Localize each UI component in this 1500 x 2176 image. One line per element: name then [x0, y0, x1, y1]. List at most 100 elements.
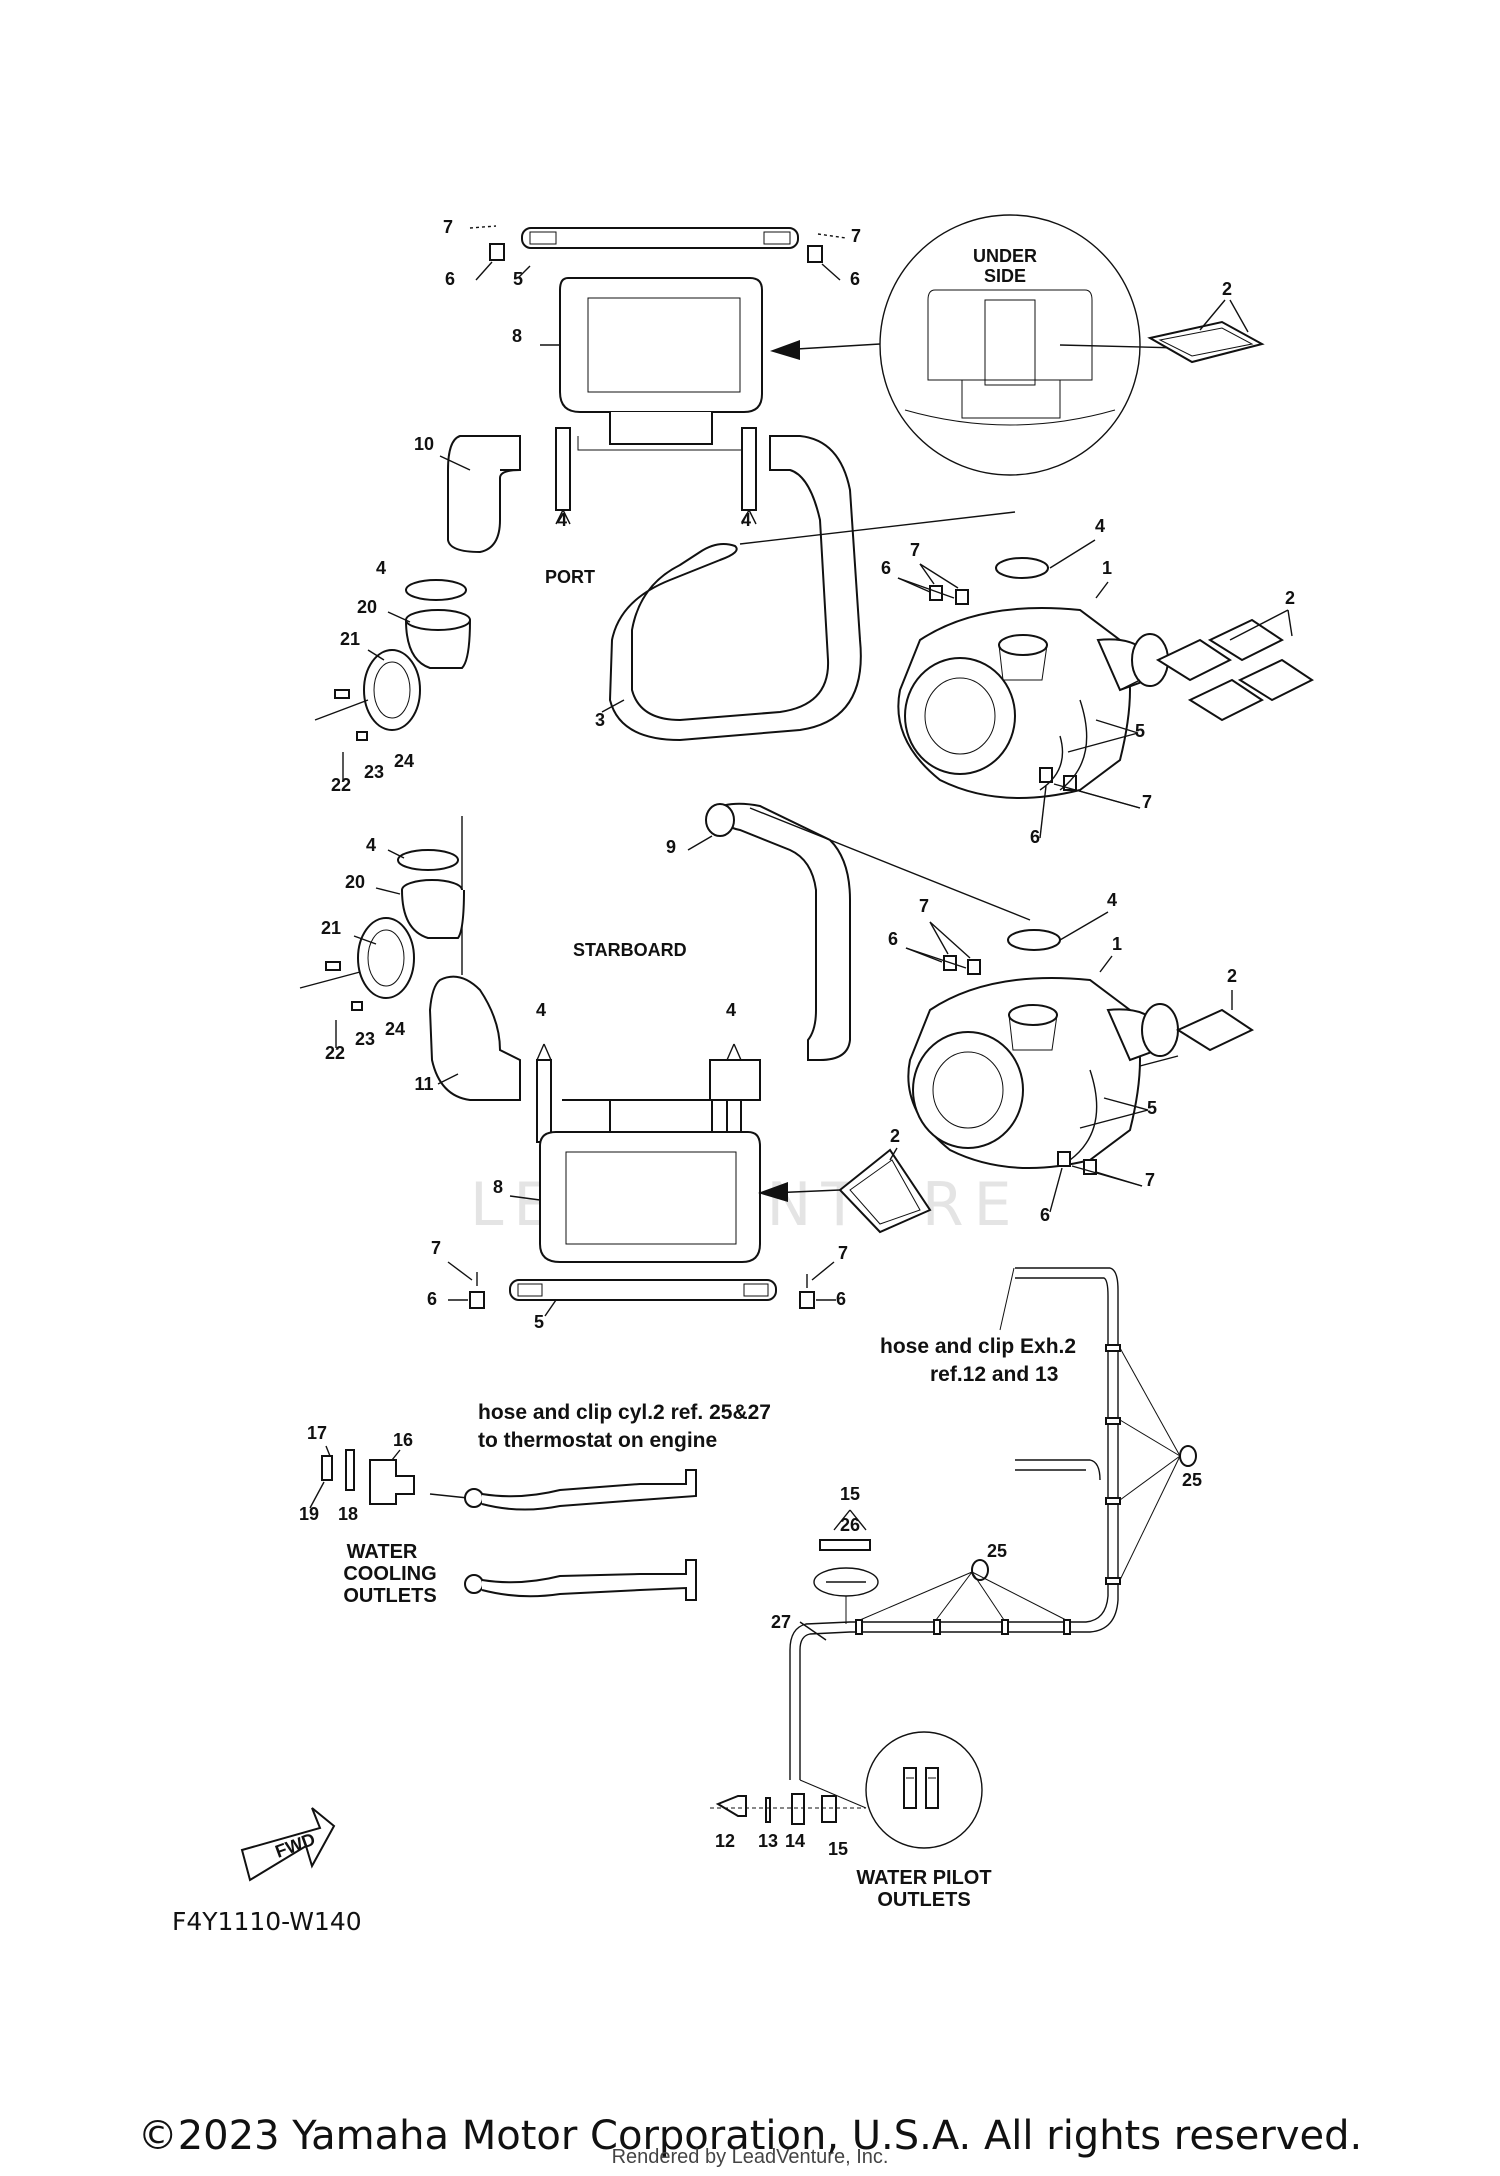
callout-c2: 6: [445, 269, 455, 289]
callout-c62: 14: [785, 1831, 805, 1851]
callout-c31: 6: [888, 929, 898, 949]
clamp-4-starboard-left: [536, 1043, 552, 1143]
pilot-hose-clamps: [855, 1267, 1197, 1635]
callout-c11: 4: [1095, 516, 1105, 536]
callout-c14: 6: [881, 558, 891, 578]
callout-c20: 5: [1135, 721, 1145, 741]
callout-c26: 4: [366, 835, 376, 855]
callout-c6: 8: [512, 326, 522, 346]
air-box-1-starboard: [907, 955, 1179, 1169]
strap-5-top: [517, 227, 799, 279]
pointer-arrow-pad-2: [758, 1182, 841, 1202]
callout-c12: 4: [376, 558, 386, 578]
callout-c56: 19: [299, 1504, 319, 1524]
strap-5-bottom: [509, 1279, 777, 1317]
callout-c40: 11: [414, 1074, 433, 1094]
pad-2-top: [1147, 299, 1265, 364]
callout-c33: 21: [321, 918, 341, 938]
callout-c61: 13: [758, 1831, 778, 1851]
callout-c22: 23: [364, 762, 384, 782]
caption-cooling-3: OUTLETS: [343, 1585, 436, 1607]
callout-c13: 7: [910, 540, 920, 560]
cover-21-starboard: [299, 917, 415, 1048]
callout-c37: 24: [385, 1019, 405, 1039]
callout-c38: 23: [355, 1029, 375, 1049]
callout-c52: 16: [393, 1430, 413, 1450]
elbow-20-starboard: [375, 879, 465, 939]
callout-c39: 22: [325, 1043, 345, 1063]
underside-label-1: UNDER: [973, 246, 1037, 266]
callout-c44: 7: [1145, 1170, 1155, 1190]
callout-c54: 15: [840, 1484, 860, 1504]
callout-c42: 2: [890, 1126, 900, 1146]
callout-c9: 4: [557, 510, 567, 530]
callout-c15: 1: [1102, 558, 1112, 578]
pilot-connector-26: [799, 1509, 879, 1641]
callout-c50: 5: [534, 1312, 544, 1332]
rendered-by-credit: Rendered by LeadVenture, Inc.: [611, 2146, 889, 2168]
pilot-outlet-fittings: [710, 1793, 866, 1825]
elbow-20-port: [387, 579, 471, 669]
note-exh-line2: ref.12 and 13: [930, 1363, 1058, 1386]
note-cyl-line1: hose and clip cyl.2 ref. 25&27: [478, 1401, 771, 1424]
copyright-notice: ©2023 Yamaha Motor Corporation, U.S.A. A…: [137, 2113, 1363, 2159]
callout-c36: 4: [726, 1000, 736, 1020]
diagram-code: F4Y1110-W140: [172, 1907, 362, 1936]
callout-c57: 18: [338, 1504, 358, 1524]
callout-c1: 7: [443, 217, 453, 237]
caption-cooling-1: WATER: [347, 1541, 418, 1563]
pilot-outlet-detail-circle: [799, 1731, 983, 1849]
bracket-6-bottom-right: [799, 1261, 836, 1309]
callout-c46: 7: [431, 1238, 441, 1258]
callout-c60: 12: [715, 1831, 735, 1851]
callout-c49: 6: [836, 1289, 846, 1309]
clamp-4-port-left: [555, 427, 571, 525]
bracket-6-top-right: [807, 233, 847, 281]
callout-c5: 6: [850, 269, 860, 289]
callout-c21: 24: [394, 751, 414, 771]
hose-10: [439, 435, 521, 554]
note-cyl-line2: to thermostat on engine: [478, 1429, 717, 1452]
callout-c41: 5: [1147, 1098, 1157, 1118]
underside-label-2: SIDE: [984, 266, 1026, 286]
fwd-arrow-icon: [240, 1807, 336, 1882]
caption-cooling-2: COOLING: [343, 1563, 436, 1585]
callout-c55: 26: [840, 1515, 860, 1535]
hose-3-s-bend: [601, 435, 1016, 742]
callout-c58: 25: [987, 1541, 1007, 1561]
strap-5-airbox-starboard: [1069, 1069, 1149, 1161]
callout-c34: 2: [1227, 966, 1237, 986]
cooling-hose-upper: [429, 1469, 697, 1511]
pointer-arrow-underside: [770, 340, 881, 360]
callout-c45: 6: [1040, 1205, 1050, 1225]
callout-c28: 20: [345, 872, 365, 892]
pilot-hose-main: [789, 1267, 1119, 1780]
clamp-4-airbox-port: [995, 539, 1096, 579]
caption-pilot-1: WATER PILOT: [856, 1867, 991, 1889]
clamp-4-port-right: [741, 427, 757, 525]
strap-5-airbox-port: [1039, 699, 1139, 791]
callout-c23: 22: [331, 775, 351, 795]
callout-c63: 15: [828, 1839, 848, 1859]
brackets-6-7-airbox-port: [897, 563, 1141, 839]
callout-c59: 27: [771, 1612, 791, 1632]
callout-c17: 20: [357, 597, 377, 617]
callout-c18: 21: [340, 629, 360, 649]
cover-21-port: [314, 649, 421, 741]
callout-c19: 3: [595, 710, 605, 730]
caption-pilot-2: OUTLETS: [877, 1889, 970, 1911]
muffler-chamber-8-top: [540, 277, 763, 451]
callout-c48: 6: [427, 1289, 437, 1309]
callout-c8: 10: [414, 434, 434, 454]
hose-11: [428, 975, 521, 1101]
callout-c51: 17: [307, 1423, 327, 1443]
port-label: PORT: [545, 567, 595, 587]
callout-c27: 9: [666, 837, 676, 857]
callout-c47: 7: [838, 1243, 848, 1263]
callout-c7: 2: [1222, 279, 1232, 299]
underside-detail-circle: [879, 214, 1181, 476]
callout-c24: 7: [1142, 792, 1152, 812]
